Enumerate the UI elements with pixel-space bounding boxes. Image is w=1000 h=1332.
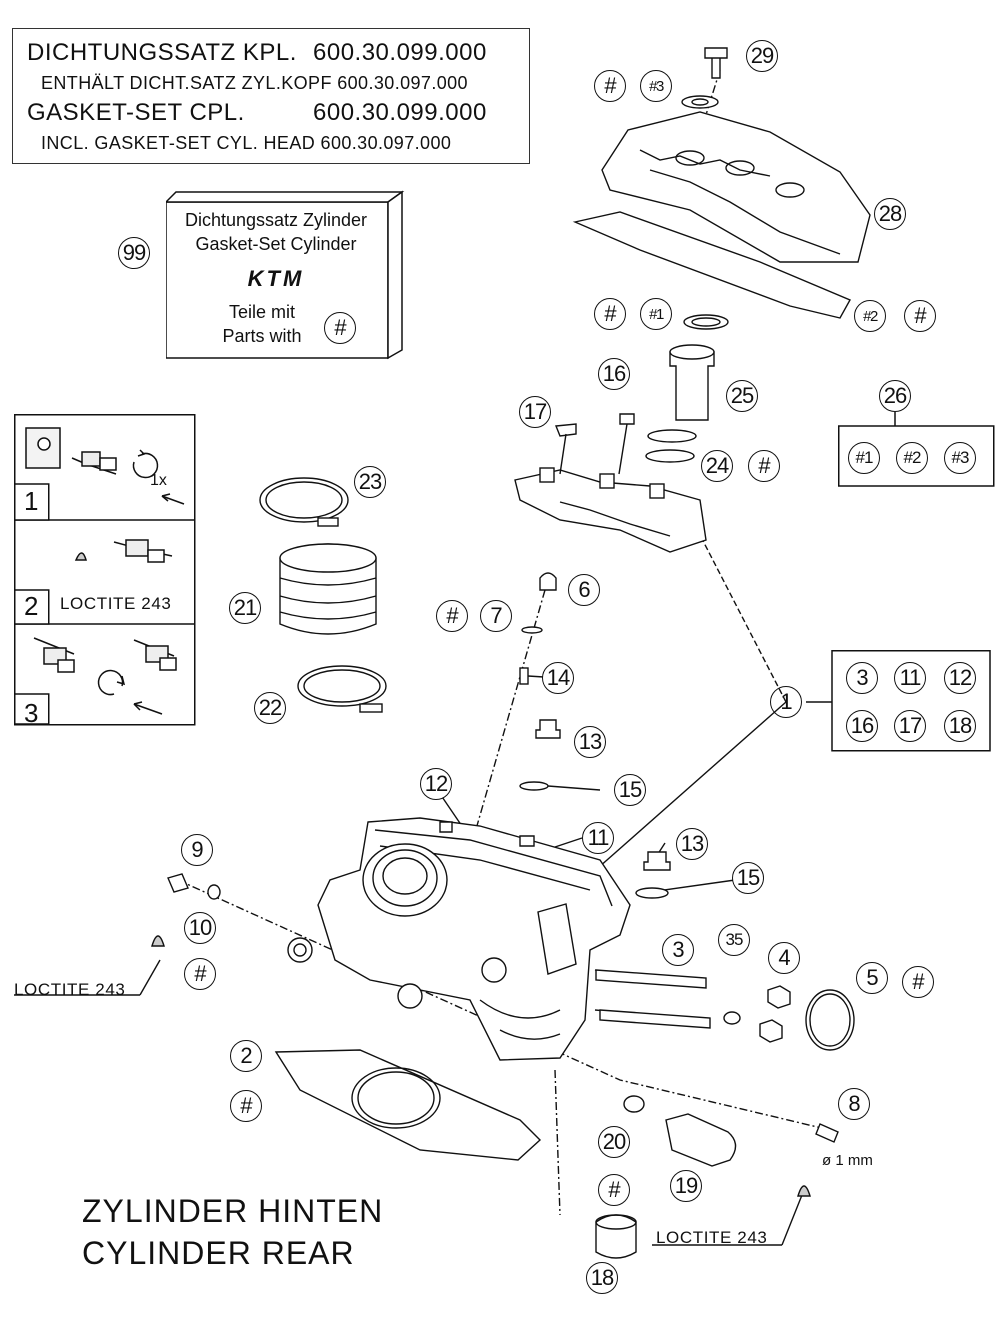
- callout-hash-3[interactable]: #3: [640, 70, 672, 102]
- legend-1-item-3[interactable]: 3: [846, 662, 878, 694]
- gasket-set-header-box: DICHTUNGSSATZ KPL. 600.30.099.000 ENTHÄL…: [12, 28, 530, 164]
- callout-20[interactable]: 20: [598, 1126, 630, 1158]
- ktm-logo: KTM: [247, 266, 305, 291]
- legend-1-item-18[interactable]: 18: [944, 710, 976, 742]
- parts-with-marker: #: [324, 312, 356, 344]
- callout-hash[interactable]: #: [748, 450, 780, 482]
- callout-13[interactable]: 13: [574, 726, 606, 758]
- title-line2: CYLINDER REAR: [82, 1235, 355, 1271]
- callout-25[interactable]: 25: [726, 380, 758, 412]
- callout-14[interactable]: 14: [542, 662, 574, 694]
- callout-9[interactable]: 9: [181, 834, 213, 866]
- loctite-label-left: LOCTITE 243: [14, 980, 126, 999]
- header-line1-number: 600.30.099.000: [313, 39, 487, 66]
- dimension-label: ø 1 mm: [822, 1152, 873, 1169]
- gasket-box-line4: Parts with: [222, 326, 302, 346]
- callout-hash[interactable]: #: [594, 70, 626, 102]
- diagram-title: ZYLINDER HINTEN CYLINDER REAR: [82, 1190, 383, 1274]
- callout-15[interactable]: 15: [732, 862, 764, 894]
- callout-3[interactable]: 3: [662, 934, 694, 966]
- legend-1-item-16[interactable]: 16: [846, 710, 878, 742]
- step-2-number: 2: [24, 591, 39, 621]
- title-line1: ZYLINDER HINTEN: [82, 1193, 384, 1229]
- callout-23[interactable]: 23: [354, 466, 386, 498]
- legend-26-item-3[interactable]: #3: [944, 442, 976, 474]
- step-1-note: 1x: [150, 472, 167, 489]
- callout-15[interactable]: 15: [614, 774, 646, 806]
- callout-29[interactable]: 29: [746, 40, 778, 72]
- legend-26-ref[interactable]: 26: [879, 380, 911, 412]
- callout-8[interactable]: 8: [838, 1088, 870, 1120]
- header-line4: INCL. GASKET-SET CYL. HEAD 600.30.097.00…: [41, 133, 452, 153]
- callout-6[interactable]: 6: [568, 574, 600, 606]
- callout-13[interactable]: 13: [676, 828, 708, 860]
- callout-hash[interactable]: #: [230, 1090, 262, 1122]
- callout-7[interactable]: 7: [480, 600, 512, 632]
- callout-99[interactable]: 99: [118, 237, 150, 269]
- legend-1-item-17[interactable]: 17: [894, 710, 926, 742]
- cylinder-gasket-set-box: Dichtungssatz Zylinder Gasket-Set Cylind…: [166, 190, 405, 360]
- callout-2[interactable]: 2: [230, 1040, 262, 1072]
- callout-19[interactable]: 19: [670, 1170, 702, 1202]
- callout-35[interactable]: 35: [718, 924, 750, 956]
- callout-hash[interactable]: #: [902, 966, 934, 998]
- callout-17[interactable]: 17: [519, 396, 551, 428]
- step-1-number: 1: [24, 486, 39, 516]
- callout-24[interactable]: 24: [701, 450, 733, 482]
- legend-1-item-12[interactable]: 12: [944, 662, 976, 694]
- header-line3-label: GASKET-SET CPL.: [27, 99, 245, 126]
- callout-16[interactable]: 16: [598, 358, 630, 390]
- callout-4[interactable]: 4: [768, 942, 800, 974]
- callout-hash[interactable]: #: [184, 958, 216, 990]
- header-line2: ENTHÄLT DICHT.SATZ ZYL.KOPF 600.30.097.0…: [41, 73, 468, 93]
- callout-hash[interactable]: #: [594, 298, 626, 330]
- step-3-number: 3: [24, 698, 39, 728]
- step2-fitting-drawing: [74, 539, 173, 563]
- callout-hash[interactable]: #: [436, 600, 468, 632]
- callout-10[interactable]: 10: [184, 912, 216, 944]
- callout-21[interactable]: 21: [229, 592, 261, 624]
- header-line1-label: DICHTUNGSSATZ KPL.: [27, 39, 297, 66]
- step3-fitting-drawing: [33, 637, 177, 715]
- legend-26-item-1[interactable]: #1: [848, 442, 880, 474]
- callout-hash[interactable]: #: [904, 300, 936, 332]
- legend-1-item-11[interactable]: 11: [894, 662, 926, 694]
- callout-hash-1[interactable]: #1: [640, 298, 672, 330]
- callout-hash-2[interactable]: #2: [854, 300, 886, 332]
- callout-12[interactable]: 12: [420, 768, 452, 800]
- header-line3-number: 600.30.099.000: [313, 99, 487, 126]
- steps-panel: [14, 414, 196, 726]
- legend-26-item-2[interactable]: #2: [896, 442, 928, 474]
- callout-28[interactable]: 28: [874, 198, 906, 230]
- loctite-label-right: LOCTITE 243: [656, 1228, 768, 1247]
- callout-22[interactable]: 22: [254, 692, 286, 724]
- callout-hash[interactable]: #: [598, 1174, 630, 1206]
- gasket-box-line2: Gasket-Set Cylinder: [195, 234, 357, 254]
- callout-5[interactable]: 5: [856, 962, 888, 994]
- gasket-box-line3: Teile mit: [228, 302, 295, 322]
- step1-fitting-drawing: [25, 427, 185, 505]
- gasket-box-line1: Dichtungssatz Zylinder: [184, 210, 368, 230]
- callout-18[interactable]: 18: [586, 1262, 618, 1294]
- callout-11[interactable]: 11: [582, 822, 614, 854]
- step-2-note: LOCTITE 243: [60, 594, 172, 613]
